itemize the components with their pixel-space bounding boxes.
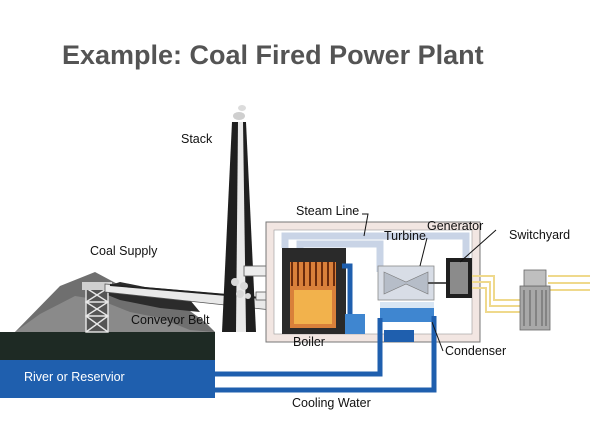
ground-and-river (0, 332, 215, 398)
leader-lines (362, 213, 497, 352)
label-cooling-water: Cooling Water (292, 396, 371, 410)
leader-condenser (431, 321, 444, 352)
stack-coal (231, 278, 251, 299)
transmission-line-1 (472, 275, 520, 301)
coal-supply-hills (15, 272, 215, 332)
feedwater-riser (342, 263, 353, 334)
stack-coal-lump (231, 278, 239, 286)
switchyard-lines-out (548, 275, 590, 291)
stack-smoke (233, 112, 245, 120)
steam-line-loop (281, 232, 470, 272)
label-river-reservoir: River or Reservior (24, 370, 125, 384)
label-coal-supply: Coal Supply (90, 244, 158, 258)
stack-highlight (236, 122, 246, 332)
leader-steam-line (362, 213, 369, 237)
condenser-basin (384, 330, 414, 342)
steam-line-inner (296, 240, 384, 272)
label-conveyor-belt: Conveyor Belt (131, 313, 210, 327)
transmission-lines (472, 275, 590, 313)
conveyor-tower (82, 282, 112, 333)
generator-unit (446, 258, 472, 298)
stack-coal-lump (245, 293, 251, 299)
label-turbine: Turbine (384, 229, 426, 243)
cooling-water-pipes (215, 316, 437, 393)
stack-coal-lump (236, 290, 244, 298)
boiler-tubes (291, 262, 335, 286)
boiler-unit (282, 248, 346, 334)
turbine-rotor (383, 271, 429, 295)
turbine-unit (377, 265, 446, 301)
feedwater-pump (345, 314, 365, 334)
transformer-body (519, 285, 551, 331)
label-steam-line: Steam Line (296, 204, 360, 218)
leader-generator (459, 229, 497, 263)
transformer-top (523, 269, 547, 287)
label-switchyard: Switchyard (509, 228, 571, 242)
label-boiler: Boiler (293, 335, 325, 349)
switchyard-transformer (519, 269, 551, 331)
transmission-line-2 (472, 281, 520, 307)
condenser-unit (380, 302, 434, 342)
river-reservoir (0, 360, 215, 398)
label-condenser: Condenser (445, 344, 507, 358)
cooling-pipe-supply (215, 318, 383, 377)
leader-turbine (419, 237, 428, 267)
transmission-line-3 (472, 287, 520, 313)
ground-strip (0, 332, 215, 360)
smoke-stack (222, 105, 256, 332)
condenser-top (380, 302, 434, 308)
hill-front (15, 296, 215, 332)
page-title: Example: Coal Fired Power Plant (62, 40, 484, 70)
boiler-fire-core (294, 290, 332, 324)
label-stack: Stack (181, 132, 213, 146)
tower-top (82, 282, 112, 290)
transformer-fins (523, 290, 547, 326)
cooling-pipe-return (215, 316, 437, 393)
generator-face (450, 262, 468, 294)
tower-lattice (84, 287, 110, 333)
steam-line-pipes (281, 232, 470, 272)
feedwater-pipe (342, 263, 353, 334)
stack-smoke-top (238, 105, 246, 111)
label-generator: Generator (427, 219, 484, 233)
stack-coal-lump (240, 282, 248, 290)
